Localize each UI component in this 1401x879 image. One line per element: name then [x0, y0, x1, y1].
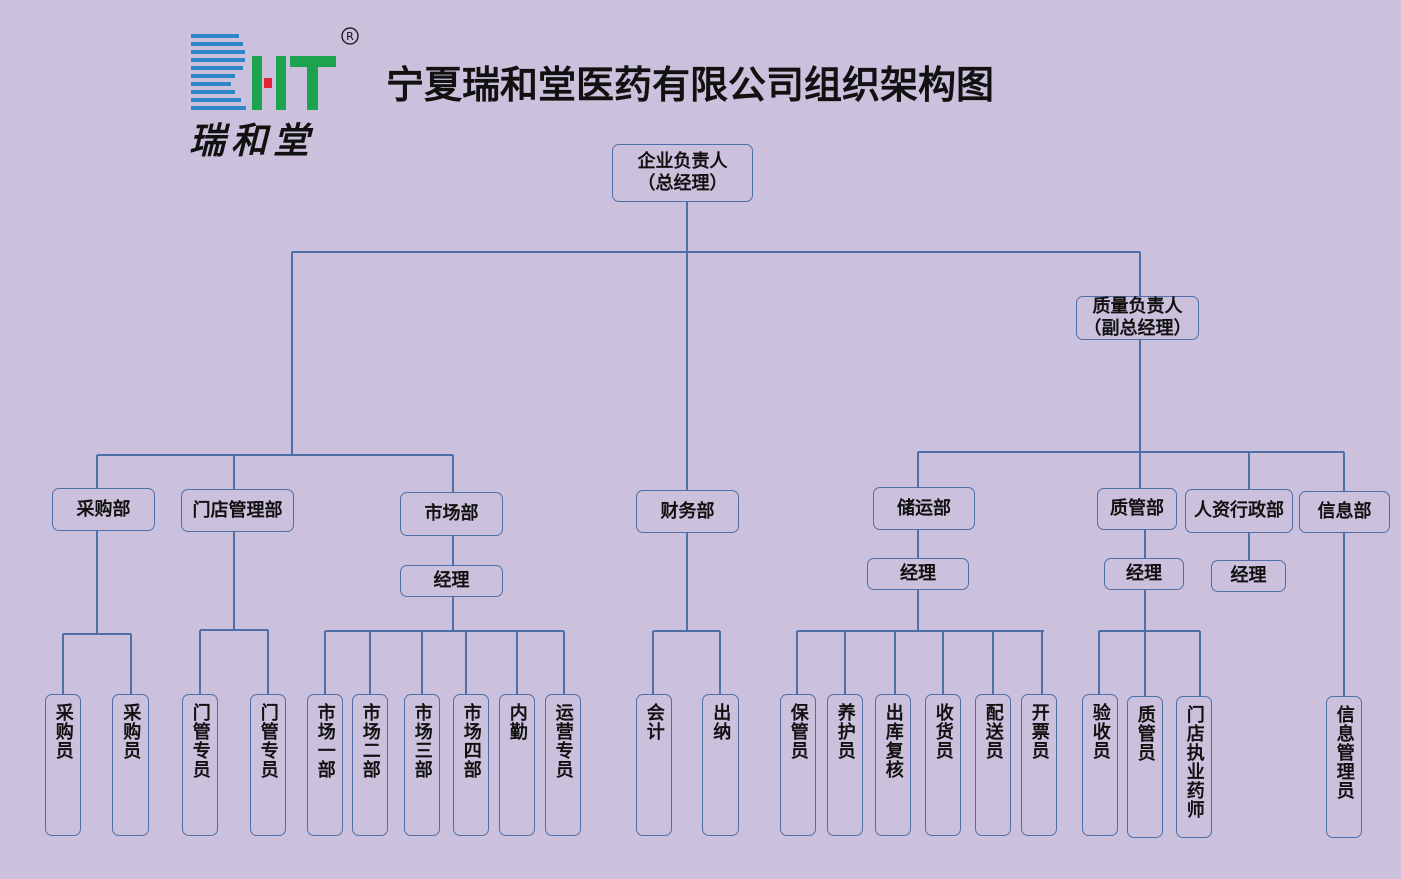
- leaf-market-dept-4: 市场四部: [453, 694, 489, 836]
- leaf-delivery: 配送员: [975, 694, 1011, 836]
- leaf-outbound-check: 出库复核: [875, 694, 911, 836]
- leaf-market-dept-3: 市场三部: [404, 694, 440, 836]
- leaf-operations-specialist: 运营专员: [545, 694, 581, 836]
- leaf-receiver: 收货员: [925, 694, 961, 836]
- leaf-market-dept-2: 市场二部: [352, 694, 388, 836]
- leaf-maintainer: 养护员: [827, 694, 863, 836]
- node-it: 信息部: [1299, 491, 1390, 533]
- node-market: 市场部: [400, 492, 503, 536]
- node-purchasing: 采购部: [52, 488, 155, 531]
- leaf-store-specialist-1: 门管专员: [182, 694, 218, 836]
- node-market-manager: 经理: [400, 565, 503, 597]
- node-quality-manager: 经理: [1104, 558, 1184, 590]
- letter-h-crossbar: [264, 78, 272, 88]
- node-qa-head: 质量负责人 （副总经理）: [1076, 296, 1199, 340]
- leaf-licensed-pharmacist: 门店执业药师: [1176, 696, 1212, 838]
- registered-mark-circle: [341, 27, 359, 45]
- leaf-office-staff: 内勤: [499, 694, 535, 836]
- node-logistics-manager: 经理: [867, 558, 969, 590]
- logo-name: 瑞和堂: [189, 120, 316, 162]
- leaf-cashier: 出纳: [702, 694, 739, 836]
- page-title: 宁夏瑞和堂医药有限公司组织架构图: [386, 63, 995, 107]
- node-ceo: 企业负责人 （总经理）: [612, 144, 753, 202]
- node-store-mgmt: 门店管理部: [181, 489, 294, 532]
- leaf-store-specialist-2: 门管专员: [250, 694, 286, 836]
- leaf-invoicer: 开票员: [1021, 694, 1057, 836]
- node-finance: 财务部: [636, 490, 739, 533]
- leaf-purchaser-1: 采购员: [45, 694, 81, 836]
- leaf-quality-officer: 质管员: [1127, 696, 1163, 838]
- letter-t: [290, 56, 336, 110]
- leaf-market-dept-1: 市场一部: [307, 694, 343, 836]
- leaf-inspector: 验收员: [1082, 694, 1118, 836]
- leaf-it-manager: 信息管理员: [1326, 696, 1362, 838]
- node-hr-admin: 人资行政部: [1185, 489, 1293, 533]
- node-hr-manager: 经理: [1211, 560, 1286, 592]
- node-logistics: 储运部: [873, 487, 975, 530]
- node-quality: 质管部: [1097, 488, 1177, 530]
- rht-logo: R: [191, 27, 359, 110]
- leaf-purchaser-2: 采购员: [112, 694, 149, 836]
- registered-mark: R: [346, 30, 354, 43]
- letter-r-striped: [191, 34, 246, 110]
- leaf-custodian: 保管员: [780, 694, 816, 836]
- leaf-accountant: 会计: [636, 694, 672, 836]
- letter-h: [252, 56, 286, 110]
